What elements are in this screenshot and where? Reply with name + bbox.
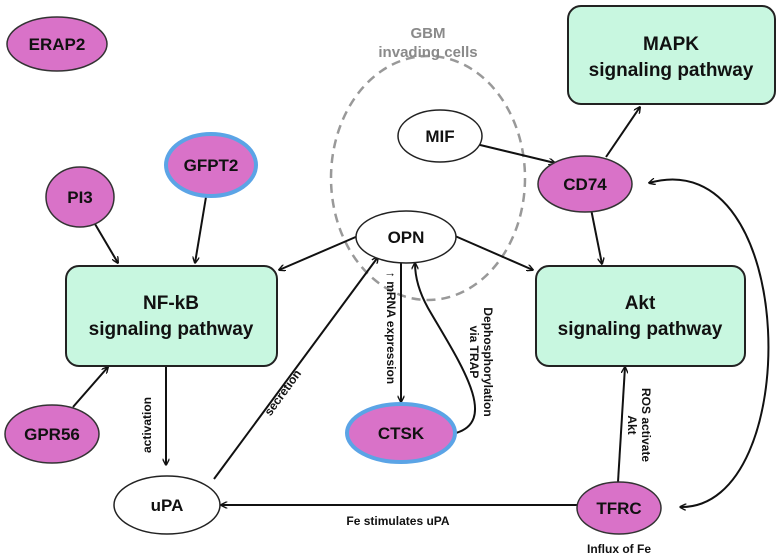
edge-label-activation: activation: [140, 397, 154, 453]
edge-cd74-tfrc-bidirectional: [649, 180, 770, 507]
mapk-pathway-subtitle: signaling pathway: [589, 60, 754, 81]
node-mif-shape: [397, 109, 483, 163]
edge-upa-to-opn: [213, 257, 378, 480]
node-pi3-shape: [45, 166, 115, 228]
gbm-region-label-line1: GBM: [411, 25, 446, 42]
edge-label-secretion: secretion: [261, 367, 304, 418]
node-pi3-label: PI3: [67, 188, 93, 207]
node-tfrc-label: TFRC: [596, 499, 641, 518]
mapk-pathway-box: MAPK signaling pathway: [567, 5, 776, 105]
akt-pathway-subtitle: signaling pathway: [558, 319, 723, 340]
edge-label-ros-line2: Akt: [625, 415, 639, 434]
gbm-region-outline: [329, 54, 527, 302]
node-upa-shape: [113, 475, 221, 535]
node-gpr56-shape: [4, 404, 100, 464]
node-mif-label: MIF: [425, 127, 454, 146]
edge-gpr56-to-nfkb: [72, 367, 108, 408]
edge-label-mrna-expression: ↑ mRNA expression: [384, 272, 398, 384]
nfkb-pathway-title: NF-kB: [143, 293, 199, 314]
edge-cd74-to-akt: [590, 208, 602, 264]
edge-tfrc-to-akt: [617, 367, 625, 483]
nfkb-pathway-box: NF-kB signaling pathway: [65, 265, 278, 367]
node-mif: MIF: [397, 109, 483, 163]
akt-pathway-title: Akt: [625, 293, 656, 314]
node-erap2: ERAP2: [6, 16, 108, 72]
edge-cd74-to-mapk: [605, 107, 640, 158]
akt-pathway-shape: [535, 265, 746, 367]
edge-pi3-to-nfkb: [94, 223, 118, 263]
edge-mif-to-cd74: [475, 143, 555, 163]
node-upa: uPA: [113, 475, 221, 535]
edge-ctsk-to-opn: [415, 263, 476, 434]
node-cd74: CD74: [537, 155, 633, 213]
edge-label-fe-stimulates: Fe stimulates uPA: [346, 514, 449, 528]
edge-label-ros-line1: ROS activate: [639, 388, 653, 462]
node-gpr56: GPR56: [4, 404, 100, 464]
node-ctsk-label: CTSK: [378, 424, 425, 443]
node-tfrc-shape: [576, 481, 662, 535]
edge-label-dephosphorylation-line1: Dephosphorylation: [481, 307, 495, 416]
node-gfpt2-shape: [164, 132, 258, 198]
mapk-pathway-shape: [567, 5, 776, 105]
node-erap2-shape: [6, 16, 108, 72]
edges: [72, 107, 770, 507]
node-gfpt2-label: GFPT2: [184, 156, 239, 175]
node-upa-label: uPA: [151, 496, 184, 515]
node-cd74-label: CD74: [563, 175, 607, 194]
node-pi3: PI3: [45, 166, 115, 228]
node-ctsk-shape: [345, 402, 457, 464]
edge-opn-to-nfkb: [279, 235, 359, 270]
gbm-region-label-line2: invading cells: [378, 44, 477, 61]
node-gfpt2: GFPT2: [164, 132, 258, 198]
node-cd74-shape: [537, 155, 633, 213]
edge-opn-to-akt: [454, 235, 533, 270]
nfkb-pathway-subtitle: signaling pathway: [89, 319, 254, 340]
node-opn: OPN: [355, 210, 457, 264]
mapk-pathway-title: MAPK: [643, 34, 699, 55]
akt-pathway-box: Akt signaling pathway: [535, 265, 746, 367]
node-erap2-label: ERAP2: [29, 35, 86, 54]
edge-label-dephosphorylation-line2: via TRAP: [467, 326, 481, 379]
edge-gfpt2-to-nfkb: [195, 196, 207, 263]
label-influx-of-fe: Influx of Fe: [587, 542, 651, 556]
node-opn-label: OPN: [388, 228, 425, 247]
node-opn-shape: [355, 210, 457, 264]
node-ctsk: CTSK: [345, 402, 457, 464]
node-tfrc: TFRC: [576, 481, 662, 535]
node-gpr56-label: GPR56: [24, 425, 80, 444]
nfkb-pathway-shape: [65, 265, 278, 367]
